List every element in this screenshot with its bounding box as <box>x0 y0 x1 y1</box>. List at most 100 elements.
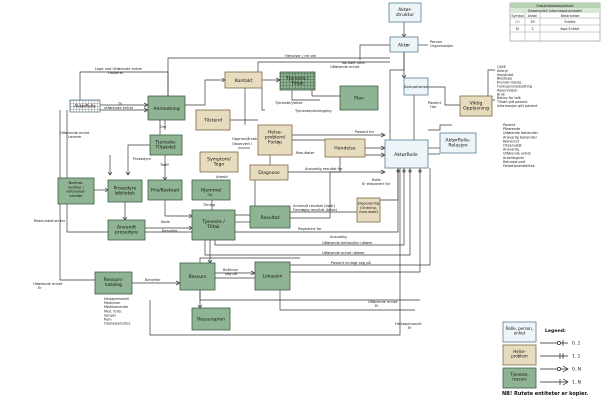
aktorrolle-attr-item: Pårørende <box>503 126 520 131</box>
entity-lokasjon[interactable]: Lokasjon <box>254 261 291 291</box>
ressurskatalog-attr-item: Senger <box>104 313 117 317</box>
svg-text:Tjeneste /Tiltak: Tjeneste /Tiltak <box>201 219 225 230</box>
svg-text:Eleponering(Ordning,med.dose): Eleponering(Ordning,med.dose) <box>358 202 379 215</box>
svg-text:Utførende enhet utfører: Utførende enhet utfører <box>322 251 365 255</box>
ressurskatalog-attr-item: Helsepersonell <box>104 297 129 301</box>
svg-text:Aktør-struktur: Aktør-struktur <box>396 7 414 18</box>
entity-hendelse[interactable]: Hendelse <box>324 138 366 158</box>
svg-text:Tjeneste-Tiltakdef.: Tjeneste-Tiltakdef. <box>154 140 177 151</box>
svg-text:Observert i: Observert i <box>232 142 252 146</box>
entity-pris-kostnad[interactable]: Pris/Kostnad <box>147 179 183 201</box>
svg-text:Pasient: Pasient <box>428 101 442 105</box>
entity-helseproblem[interactable]: Helse-problem/Forløp <box>257 124 293 156</box>
svg-text:Organisasjon: Organisasjon <box>430 44 453 48</box>
entity-akter[interactable]: Aktør <box>389 36 419 53</box>
svg-text:1..N: 1..N <box>572 380 581 386</box>
entity-diagnose[interactable]: Diagnose <box>249 164 289 181</box>
entity-ressurskatalog[interactable]: Ressurs-katalog <box>94 271 133 295</box>
entity-aktorrolle-copy[interactable]: AktørRolle <box>69 99 101 113</box>
entity-eleponering[interactable]: Eleponering(Ordning,med.dose) <box>356 197 381 223</box>
entity-anmodning[interactable]: Anmodning <box>147 95 186 121</box>
svg-text:Er eleponert for: Er eleponert for <box>362 182 391 186</box>
entity-hjemmel[interactable]: Hjemmel <box>191 179 231 201</box>
svg-text:Antall: Antall <box>528 14 538 18</box>
svg-text:Symptom/Tegn: Symptom/Tegn <box>207 157 231 168</box>
svg-text:Tjeneste,ressurs: Tjeneste,ressurs <box>509 372 528 382</box>
entity-tjeneste-tiltaksdef[interactable]: Tjeneste-Tiltakdef. <box>149 134 183 156</box>
viktig-opplysning-attr-item: CAVE <box>497 65 506 69</box>
relationship-labels: Person Organisasjon Henviser / rer om Ko… <box>33 40 453 330</box>
svg-text:seg på: seg på <box>225 271 237 276</box>
viktig-opplysning-attr-item: Reservasjon <box>497 88 518 92</box>
svg-text:Utførende behandler utfører: Utførende behandler utfører <box>322 241 373 245</box>
entity-akter-struktur[interactable]: Aktør-struktur <box>388 2 422 23</box>
svg-text:utførende enhet: utførende enhet <box>104 106 134 110</box>
svg-text:Ansvarlig: Ansvarlig <box>330 235 347 239</box>
viktig-opplysning-attr-item: Behov for tolk <box>497 96 521 100</box>
legend: Legend: Rolle, person,enhet Helse-proble… <box>502 321 588 397</box>
svg-text:Hjemmel: Hjemmel <box>201 188 222 194</box>
entity-normalverdier[interactable]: Normal-verdier /referanse-verdier <box>57 177 95 205</box>
svg-text:Resultater: Resultater <box>296 151 315 155</box>
svg-text:Benytter: Benytter <box>162 229 178 233</box>
ressurskatalog-attr-item: Medisiner <box>104 301 121 305</box>
svg-text:Arbeid: Arbeid <box>216 175 228 179</box>
svg-text:Hendelse: Hendelse <box>334 146 356 152</box>
entity-resultat[interactable]: Resultat <box>249 205 291 229</box>
entity-kompetanse[interactable]: Kompetanse <box>403 77 428 96</box>
entity-tjeneste-tiltak[interactable]: Tjeneste /Tiltak <box>191 209 236 241</box>
viktig-opplysning-attr-item: Allergi <box>497 69 508 73</box>
svg-text:1..1: 1..1 <box>572 354 581 360</box>
svg-text:Prosedyre: Prosedyre <box>133 157 152 161</box>
aktorrolle-attr-item: Rekvirent <box>503 139 520 143</box>
aktorrolle-attr-item: Helsetjenestetiltak <box>503 164 535 168</box>
svg-text:Leverer: Leverer <box>68 135 82 139</box>
svg-text:Utførende enhet: Utførende enhet <box>368 300 398 304</box>
svg-text:Til: Til <box>117 102 122 106</box>
legend-swatch-tjeneste <box>502 367 537 389</box>
entity-aktorrolle-relasjon[interactable]: AktørRolle-Relasjon <box>439 132 477 154</box>
entity-ressursplan[interactable]: Ressursplan <box>191 307 231 331</box>
svg-text:Pasient for: Pasient for <box>355 130 375 134</box>
ressurskatalog-attr-item: Med. forbr. <box>104 309 122 313</box>
viktig-opplysning-attr-item: Funksjonsnedsetting <box>497 85 532 89</box>
relationship-lines <box>59 22 495 336</box>
svg-text:2: 2 <box>531 27 533 31</box>
svg-text:Diagnose: Diagnose <box>258 170 280 176</box>
svg-text:Har: Har <box>430 105 437 109</box>
svg-text:Ressurs-katalog: Ressurs-katalog <box>104 277 124 288</box>
ressurskatalog-attr-item: Rom <box>104 318 112 322</box>
entity-aktorrolle[interactable]: AktørRolle <box>384 139 429 169</box>
entity-ressurs[interactable]: Ressurs <box>179 262 216 291</box>
svg-text:AktørRolle-Relasjon: AktørRolle-Relasjon <box>445 138 470 149</box>
svg-text:KI: KI <box>516 27 519 31</box>
svg-text:Pris/Kostnad: Pris/Kostnad <box>151 188 179 194</box>
attr-list-ressurskatalog: HelsepersonellMedisinerMedikamenterMed. … <box>104 297 130 326</box>
entity-tjeneste-tiltak-copy[interactable]: Tjeneste /Tiltak <box>279 71 316 91</box>
akter-struktur-label-line2: struktur <box>396 12 414 18</box>
svg-text:Registrert for: Registrert for <box>298 227 322 231</box>
svg-text:Foreløpig resultat (bilde): Foreløpig resultat (bilde) <box>293 208 338 212</box>
aktorrolle-attr-item: Pasient <box>503 123 516 127</box>
aktorrolle-attr-item: Ansvarlig <box>503 148 519 152</box>
svg-text:Rolle: Rolle <box>372 178 382 182</box>
svg-text:Befinner: Befinner <box>223 268 239 272</box>
entity-tilstand[interactable]: Tilstand <box>195 109 231 131</box>
svg-text:Tilstand: Tilstand <box>203 118 222 124</box>
aktorrolle-attr-item: Returadr.part <box>503 160 526 164</box>
svg-text:Person: Person <box>430 40 442 44</box>
svg-text:Holderer: Holderer <box>108 71 124 75</box>
svg-text:Ansvarlig resultat for: Ansvarlig resultat for <box>305 167 343 171</box>
svg-text:Kompetanse: Kompetanse <box>404 84 428 89</box>
viktig-opplysning-attr-item: Informasjon gitt pasient <box>497 104 538 108</box>
entity-plan[interactable]: Plan <box>339 85 379 111</box>
entity-symptom[interactable]: Symptom/Tegn <box>199 151 239 173</box>
entity-kontakt[interactable]: Kontakt <box>224 71 263 89</box>
ressurskatalog-attr-item: Operasjonsstue <box>104 322 130 326</box>
